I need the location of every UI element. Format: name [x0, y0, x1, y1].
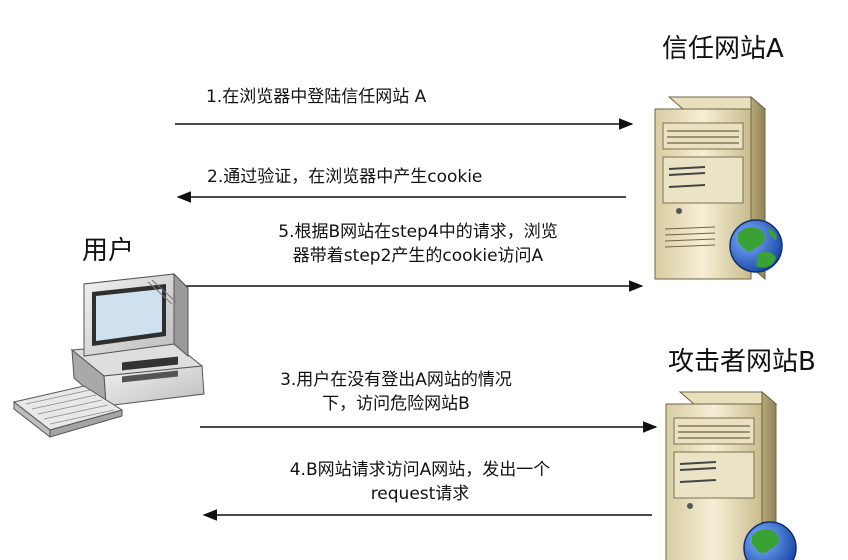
attacker-site-title: 攻击者网站B [668, 347, 816, 377]
user-title: 用户 [82, 236, 135, 266]
step4-line1: 4.B网站请求访问A网站，发出一个 [289, 460, 551, 480]
trusted-site-title: 信任网站A [662, 34, 784, 64]
globe-icon [729, 219, 783, 273]
globe-icon [743, 521, 797, 560]
desktop-computer-icon [12, 272, 205, 439]
step3-label: 3.用户在没有登出A网站的情况 下，访问危险网站B [206, 368, 586, 416]
step4-label: 4.B网站请求访问A网站，发出一个 request请求 [210, 458, 630, 506]
step5-line1: 5.根据B网站在step4中的请求，浏览 [278, 222, 558, 242]
step3-line2: 下，访问危险网站B [322, 394, 470, 414]
step4-line2: request请求 [370, 484, 470, 504]
server-icon [665, 390, 778, 560]
step3-line1: 3.用户在没有登出A网站的情况 [280, 370, 512, 390]
step2-label: 2.通过验证，在浏览器中产生cookie [207, 167, 483, 187]
step5-label: 5.根据B网站在step4中的请求，浏览 器带着step2产生的cookie访问… [198, 220, 638, 268]
step5-line2: 器带着step2产生的cookie访问A [292, 246, 544, 266]
step1-label: 1.在浏览器中登陆信任网站 A [206, 87, 427, 107]
